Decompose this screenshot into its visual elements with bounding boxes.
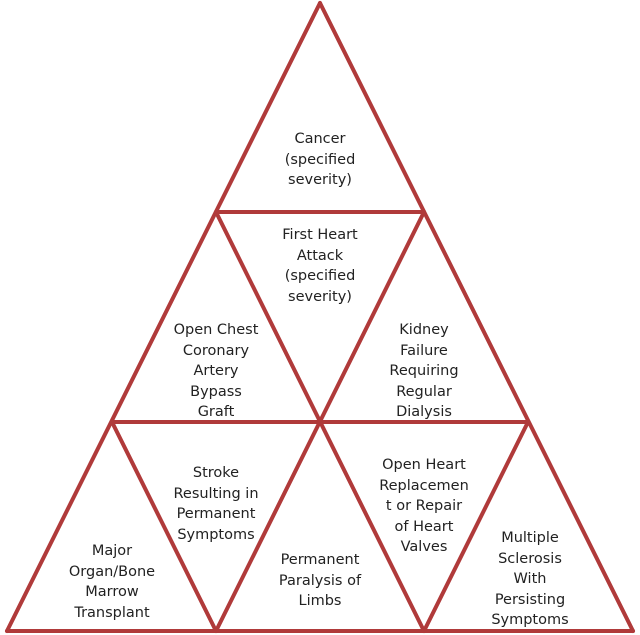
cell-line: Kidney [399, 322, 449, 338]
cell-line: Graft [197, 404, 235, 420]
cell-line: of Heart [394, 518, 454, 535]
cell-line: Persisting [494, 591, 566, 608]
cell-line: Multiple [501, 530, 559, 546]
cell-line: Coronary [182, 342, 250, 359]
cell-line: Regular [396, 383, 452, 400]
inner-diagonal-3 [110, 420, 218, 633]
cell-line: Limbs [298, 593, 342, 609]
cell-line: Paralysis of [278, 572, 362, 589]
cell-line: Cancer [294, 131, 346, 147]
cell-line: Attack [296, 247, 344, 264]
cell-line: Artery [193, 363, 239, 379]
cell-line: Symptoms [177, 526, 255, 543]
cell-line: Stroke [192, 465, 240, 481]
cell-line: With [513, 571, 547, 587]
cell-line: Dialysis [396, 404, 452, 420]
cell-line: severity) [288, 172, 352, 188]
inner-diagonal-2 [214, 210, 426, 633]
cell-line: Replacemen [379, 477, 469, 494]
cell-line: Open Heart [382, 457, 466, 473]
cell-line: t or Repair [385, 498, 463, 514]
cell-line: Major [91, 543, 133, 559]
cell-line: Organ/Bone [68, 563, 156, 580]
cell-cancer: Cancer (specified severity) [285, 129, 356, 191]
cell-multiple-sclerosis: Multiple Sclerosis With Persisting Sympt… [491, 528, 568, 631]
cell-line: Open Chest [173, 322, 259, 338]
cell-line: Requiring [389, 363, 459, 379]
inner-diagonal-4 [422, 420, 530, 633]
cell-line: Valves [400, 539, 448, 555]
cell-line: First Heart [282, 227, 358, 243]
cell-line: Failure [400, 342, 448, 359]
cell-line: Sclerosis [498, 550, 562, 567]
cell-line: Transplant [74, 604, 150, 621]
cell-line: Bypass [190, 383, 242, 400]
cell-first-heart-attack: First Heart Attack (specified severity) [282, 225, 357, 307]
cell-line: Symptoms [491, 612, 569, 628]
cell-major-organ-transplant: Major Organ/Bone Marrow Transplant [69, 541, 155, 623]
cell-line: Permanent [176, 506, 256, 522]
outer-left-edge [5, 1, 322, 633]
cell-open-heart-valve: Open Heart Replacemen t or Repair of Hea… [379, 455, 469, 558]
cell-stroke: Stroke Resulting in Permanent Symptoms [173, 463, 258, 545]
outer-right-edge [318, 1, 635, 633]
cell-open-chest-cabg: Open Chest Coronary Artery Bypass Graft [174, 320, 259, 423]
cell-line: Marrow [85, 584, 139, 600]
cell-line: severity) [288, 288, 352, 305]
cell-line: Permanent [280, 552, 360, 568]
cell-permanent-paralysis: Permanent Paralysis of Limbs [279, 550, 361, 612]
cell-line: (specified [284, 151, 356, 168]
cell-kidney-failure: Kidney Failure Requiring Regular Dialysi… [389, 320, 458, 423]
cell-line: (specified [284, 268, 356, 284]
cell-line: Resulting in [173, 485, 259, 502]
